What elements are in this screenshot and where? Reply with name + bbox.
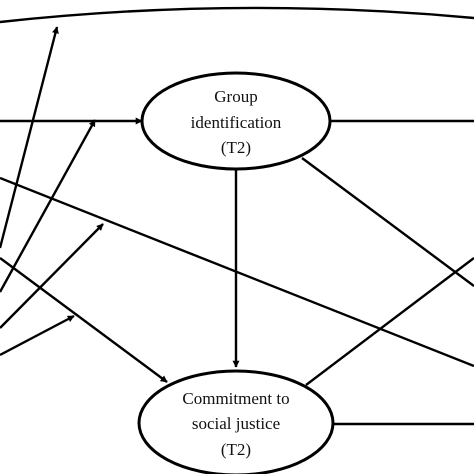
path-commitment-up-right xyxy=(305,257,474,386)
arrow-left-to-lower-middle xyxy=(0,314,75,357)
group-identification-line-3: (T2) xyxy=(221,138,251,157)
commitment-line-3: (T2) xyxy=(221,440,251,459)
path-group-down-right xyxy=(301,157,474,287)
arrow-left-to-upper-middle xyxy=(0,119,97,293)
node-commitment-to-social-justice: Commitment to social justice (T2) xyxy=(137,369,335,474)
arrow-left-to-top xyxy=(0,26,59,249)
group-identification-ellipse xyxy=(140,71,332,171)
commitment-line-1: Commitment to xyxy=(182,389,289,408)
arrow-left-to-commitment xyxy=(0,257,168,383)
commitment-line-2: social justice xyxy=(192,414,280,433)
arrow-left-to-middle xyxy=(0,223,104,329)
group-identification-line-2: identification xyxy=(191,113,282,132)
group-identification-line-1: Group xyxy=(214,87,257,106)
commitment-ellipse xyxy=(137,369,335,474)
node-group-identification: Group identification (T2) xyxy=(140,71,332,171)
top-curved-path xyxy=(0,6,474,24)
